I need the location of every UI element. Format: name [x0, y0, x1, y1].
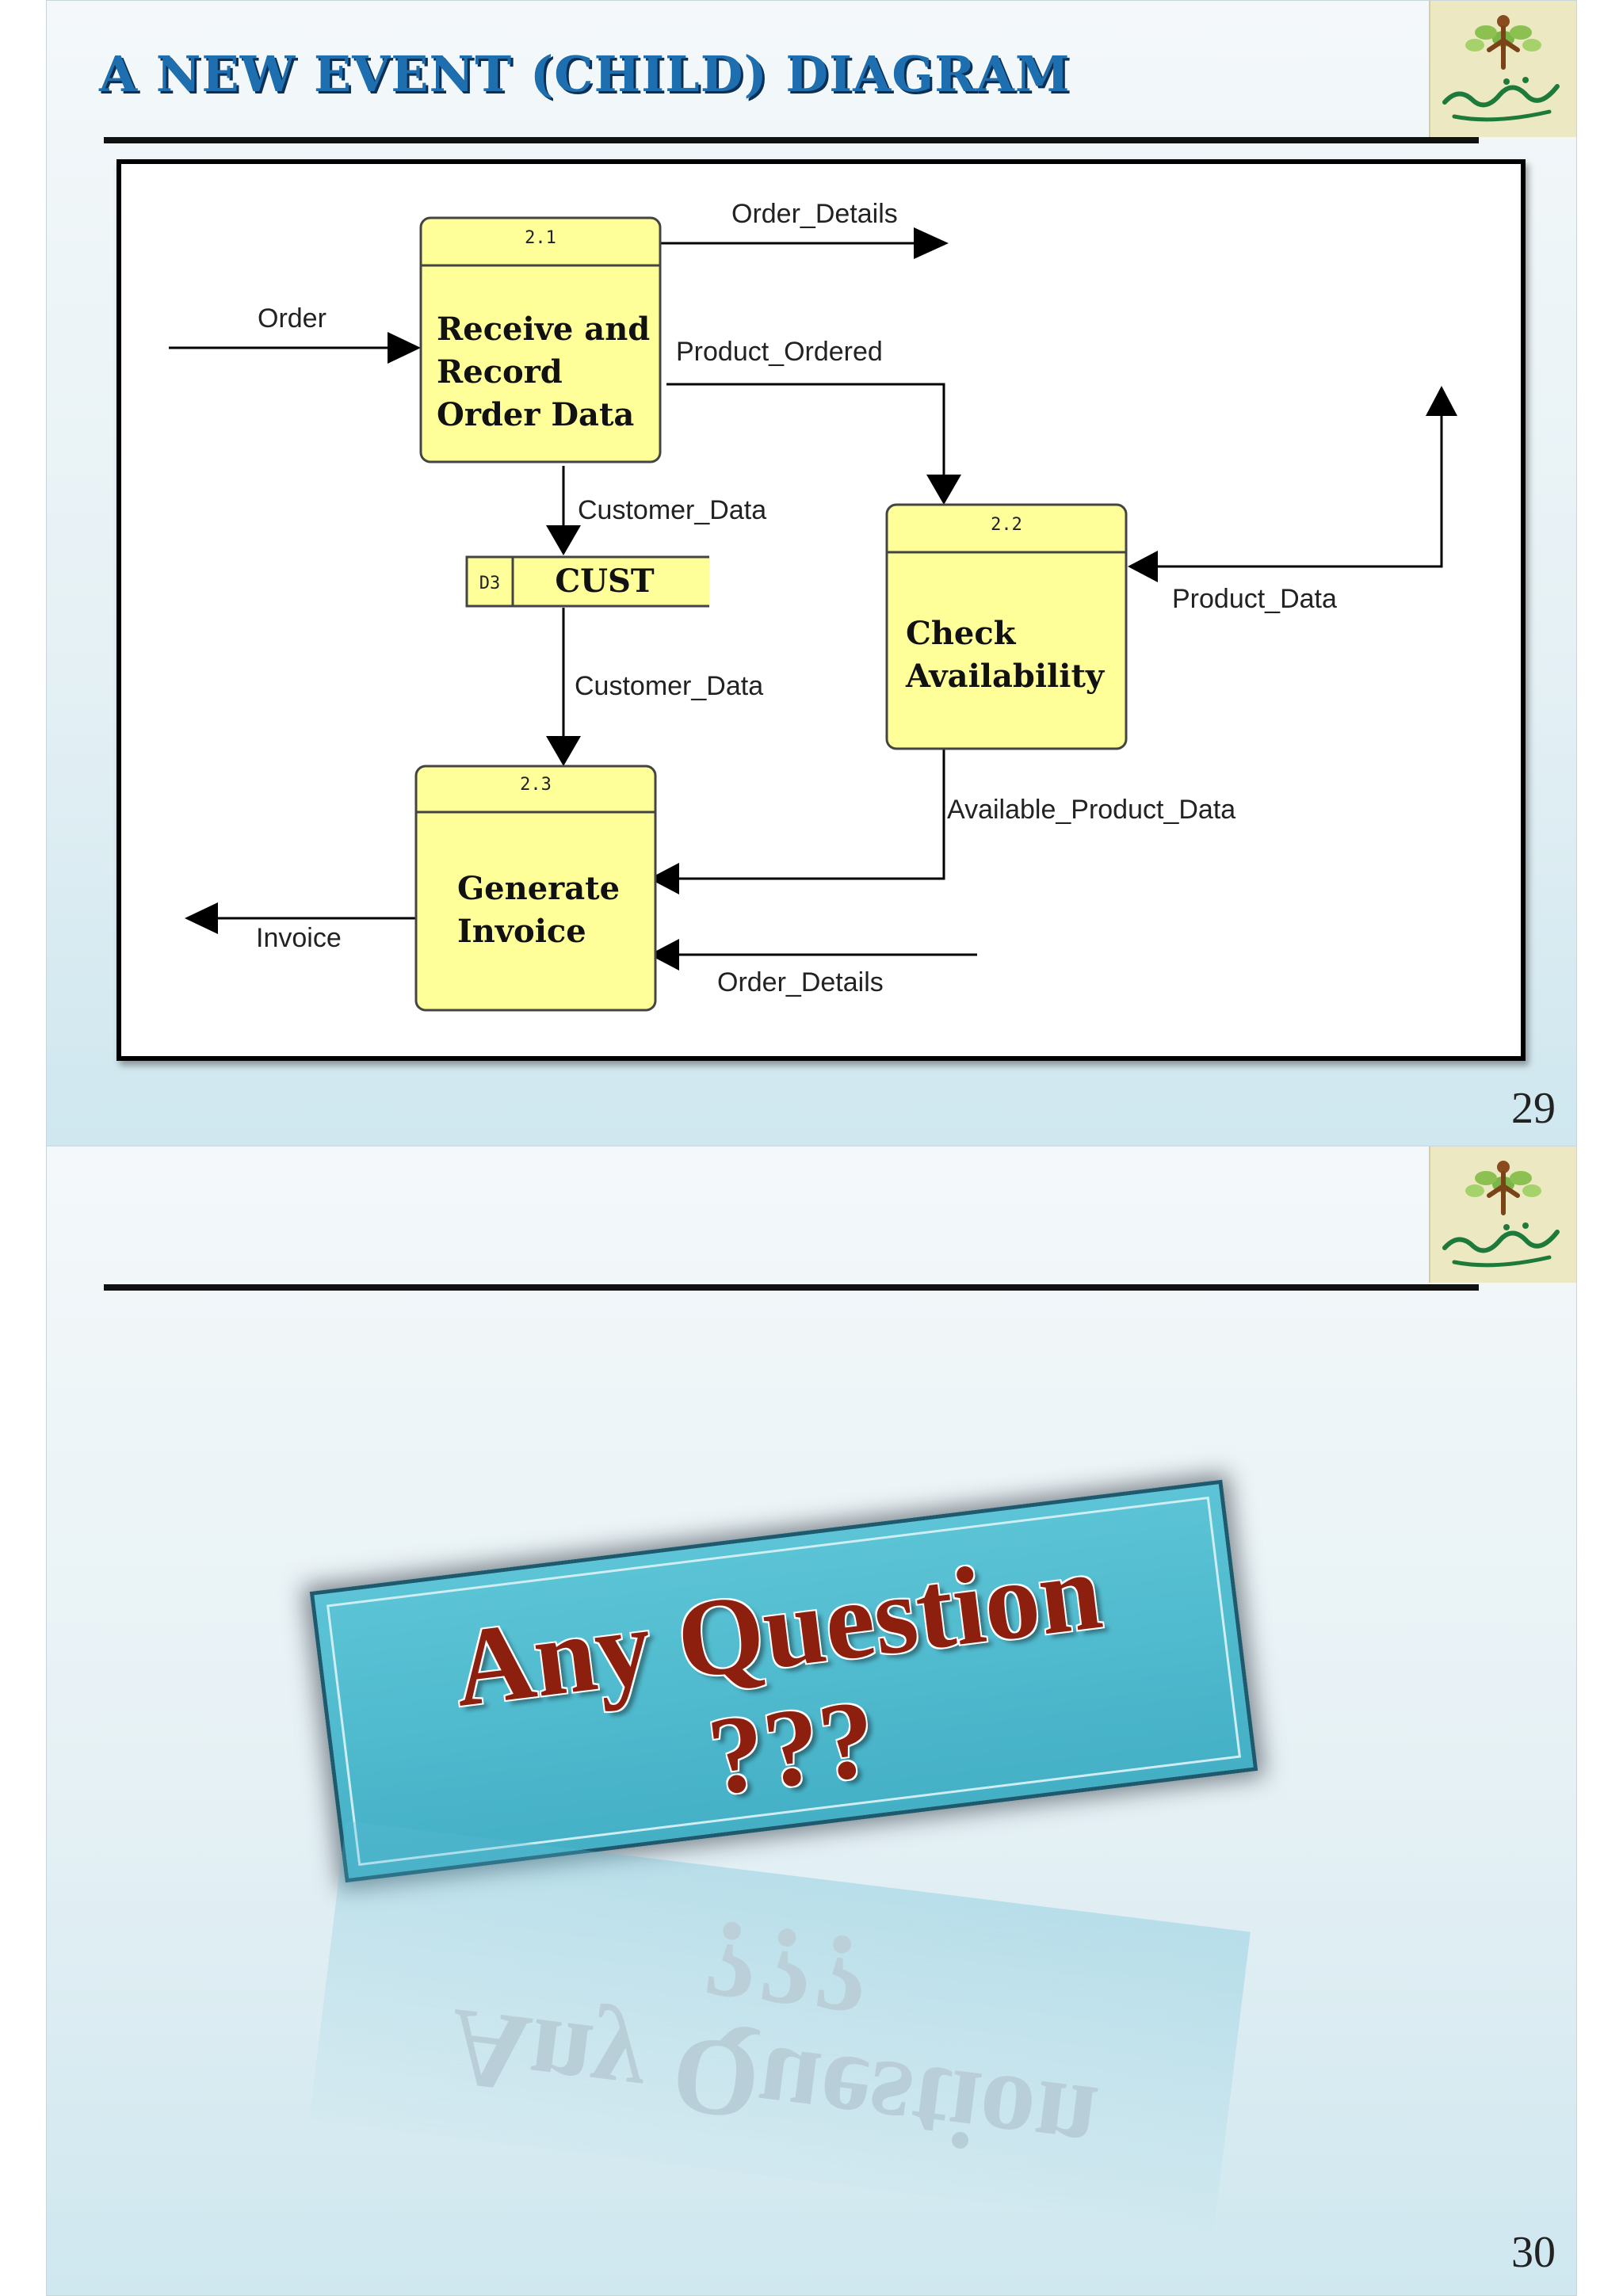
- slide-30: Any Question ??? Any Question ??? 30: [46, 1146, 1577, 2296]
- any-question-banner: Any Question ???: [309, 1479, 1258, 1883]
- title-rule: [104, 1284, 1479, 1291]
- flow-label-customer-data-in: Customer_Data: [578, 495, 766, 525]
- flow-label-customer-data-out: Customer_Data: [575, 671, 763, 701]
- flow-label-product-ordered: Product_Ordered: [676, 337, 883, 367]
- process-2-3: 2.3 Generate Invoice: [414, 765, 657, 1012]
- slide-title: A NEW EVENT (CHILD) DIAGRAM: [99, 45, 1071, 103]
- arrowhead: [926, 475, 961, 505]
- title-rule: [104, 137, 1479, 143]
- arrowhead: [185, 902, 218, 934]
- arrowhead: [649, 939, 679, 971]
- page-number: 29: [1511, 1084, 1556, 1133]
- process-2-1-label-line3: Order Data: [437, 396, 634, 433]
- process-2-2-id: 2.2: [991, 515, 1022, 535]
- flow-label-product-data: Product_Data: [1172, 584, 1337, 614]
- datastore-label: CUST: [555, 563, 655, 600]
- slide-29: A NEW EVENT (CHILD) DIAGRAM: [46, 0, 1577, 1147]
- datastore-id: D3: [479, 574, 501, 593]
- flow-product-ordered-line: [666, 383, 945, 492]
- process-2-1-id: 2.1: [525, 228, 556, 248]
- page-number: 30: [1511, 2228, 1556, 2277]
- process-2-3-label-line2: Invoice: [457, 913, 586, 950]
- datastore-d3: D3 CUST: [465, 555, 709, 608]
- arrowhead: [1128, 551, 1158, 582]
- arrowhead: [546, 525, 581, 555]
- arrowhead: [649, 863, 679, 894]
- dfd-child-diagram: 2.1 Receive and Record Order Data 2.2 Ch…: [116, 159, 1526, 1061]
- process-2-3-label-line1: Generate: [457, 870, 620, 907]
- process-2-1-label-line2: Record: [437, 353, 563, 391]
- flow-product-data-line: [1136, 396, 1443, 568]
- arrowhead: [914, 227, 949, 259]
- tree-logo-icon: [1429, 1146, 1576, 1283]
- arrowhead: [1426, 386, 1457, 416]
- process-2-2-label-line2: Availability: [905, 658, 1106, 695]
- flow-label-available-product-data: Available_Product_Data: [947, 795, 1235, 825]
- tree-logo-icon: [1429, 1, 1576, 137]
- arrowhead: [546, 736, 581, 766]
- flow-label-order: Order: [258, 303, 327, 334]
- flow-available-product-data-line: [657, 747, 945, 880]
- process-2-2-label-line1: Check: [906, 615, 1017, 652]
- banner-reflection: Any Question ???: [309, 1821, 1251, 2231]
- flow-label-order-details-in: Order_Details: [717, 967, 884, 997]
- process-2-3-id: 2.3: [520, 775, 552, 795]
- process-2-1-label-line1: Receive and: [437, 311, 650, 348]
- process-2-2: 2.2 Check Availability: [885, 503, 1128, 750]
- process-2-1: 2.1 Receive and Record Order Data: [419, 216, 662, 463]
- arrowhead: [388, 332, 421, 364]
- flow-label-order-details-out: Order_Details: [731, 199, 898, 229]
- flow-label-invoice: Invoice: [256, 923, 342, 953]
